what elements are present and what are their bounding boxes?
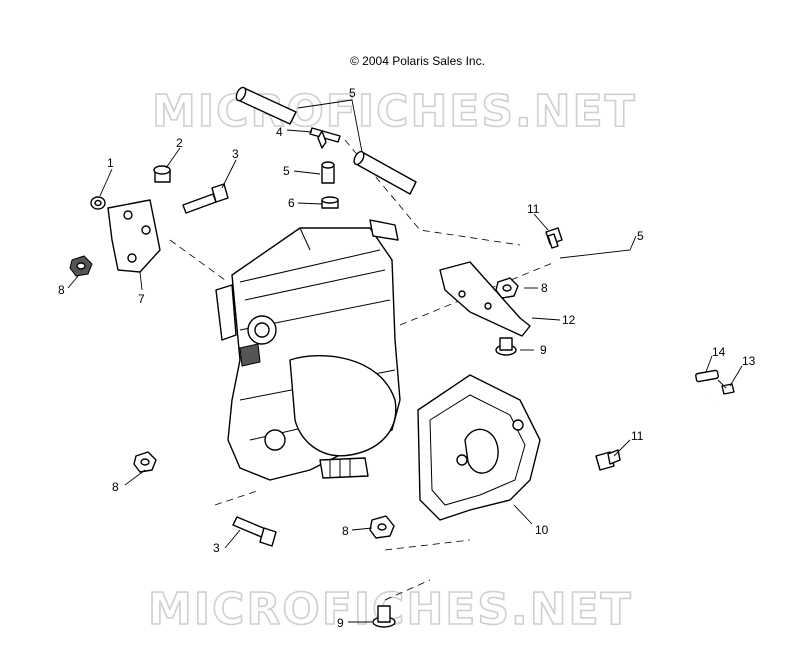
callout-6: 6	[288, 196, 295, 210]
hose-segment-upper-right	[353, 150, 417, 195]
assembly-line-bolt-9	[384, 579, 431, 601]
skid-plate-10	[417, 374, 541, 521]
callout-8-lower-left: 8	[112, 480, 119, 494]
bolt-9-lower	[372, 605, 396, 628]
nut-8-lower-center	[369, 515, 395, 539]
callout-5-long-hose: 5	[637, 229, 644, 243]
callout-2: 2	[176, 136, 183, 150]
gearbox-housing	[215, 219, 401, 481]
nut-8-left	[69, 255, 93, 277]
callout-7: 7	[138, 292, 145, 306]
cap	[321, 196, 339, 209]
assembly-line-nut-8	[384, 539, 471, 551]
callout-3-upper: 3	[232, 147, 239, 161]
callout-5-hoses: 5	[349, 86, 356, 100]
long-hose-fill	[551, 251, 723, 401]
callout-12: 12	[562, 313, 576, 327]
bolt-3-lower	[232, 516, 277, 547]
callout-14: 14	[712, 345, 726, 359]
short-tube	[321, 161, 335, 184]
hose-segment-upper-left	[235, 86, 297, 125]
callout-5-tube: 5	[283, 164, 290, 178]
watermark-top: MICROFICHES.NET	[152, 86, 637, 137]
bolt-11-upper	[545, 227, 563, 249]
callout-1: 1	[107, 156, 114, 170]
callout-3-lower: 3	[213, 541, 220, 555]
bolt-9-upper	[495, 337, 517, 356]
leader-lines	[67, 99, 743, 623]
bolt-3-upper	[182, 183, 229, 214]
callout-10: 10	[535, 523, 549, 537]
washer-1	[90, 196, 106, 210]
nut-8-lower-left	[133, 451, 157, 473]
callout-11-upper: 11	[527, 202, 540, 216]
callout-8-upper-right: 8	[541, 281, 548, 295]
bracket-12	[439, 261, 531, 337]
callout-8-left: 8	[58, 283, 65, 297]
callout-9-lower: 9	[337, 616, 344, 630]
plug-2	[153, 165, 171, 183]
callout-13: 13	[742, 354, 756, 368]
callout-8-lower-center: 8	[342, 524, 349, 538]
assembly-line-bracket	[169, 239, 226, 281]
assembly-line-bolt-3	[214, 489, 261, 506]
callout-4: 4	[276, 125, 283, 139]
nut-8-upper-right	[495, 277, 519, 299]
screw-13	[717, 379, 735, 395]
bracket-7	[107, 199, 161, 273]
callout-9-upper: 9	[540, 343, 547, 357]
callout-11-lower: 11	[631, 429, 644, 443]
copyright-text: © 2004 Polaris Sales Inc.	[350, 54, 485, 68]
